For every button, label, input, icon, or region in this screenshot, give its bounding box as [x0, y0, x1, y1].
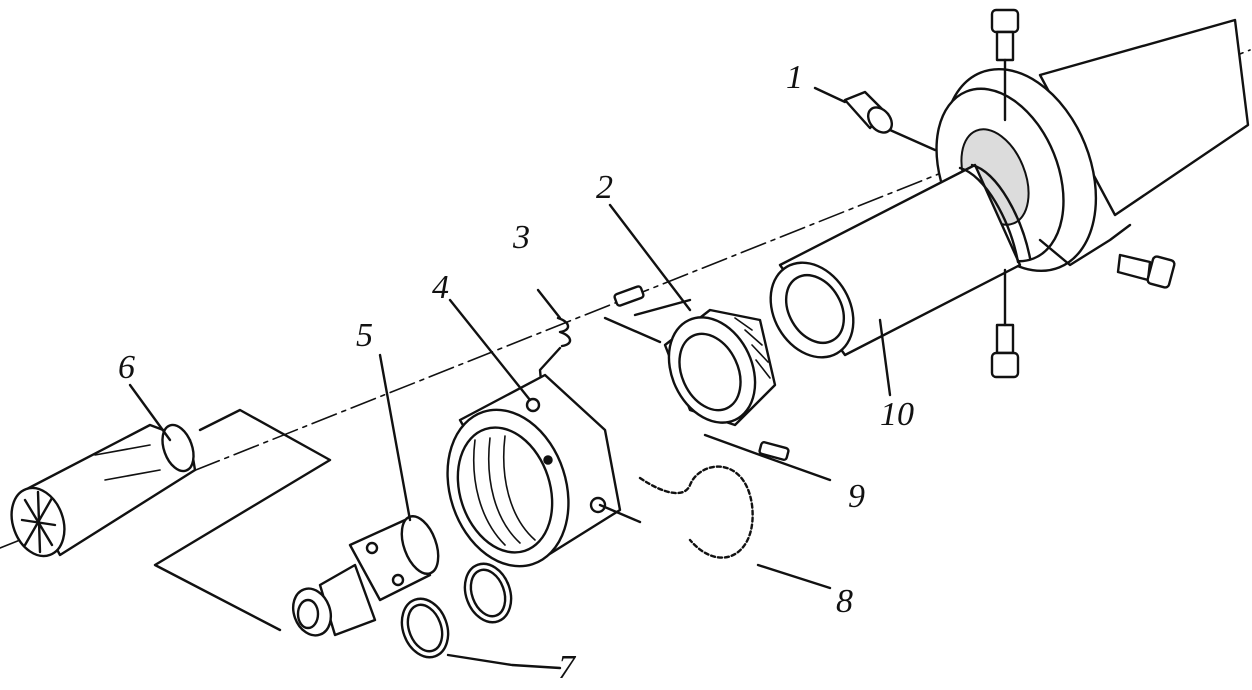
callout-5: 5 — [356, 317, 373, 354]
part-6-collet — [10, 423, 197, 558]
part-2-lock-ring — [633, 298, 777, 427]
callout-3: 3 — [512, 219, 530, 256]
part-10-holder-body — [769, 8, 1250, 379]
assembly-guide-lines — [153, 408, 332, 632]
callout-2: 2 — [596, 169, 613, 206]
callout-1: 1 — [786, 59, 803, 96]
part-4-clamping-nut — [446, 373, 642, 568]
flange-screw-right — [1116, 253, 1176, 289]
callout-8: 8 — [836, 583, 853, 620]
part-8-ball-chain — [638, 465, 832, 590]
callout-9: 9 — [848, 478, 865, 515]
nut-hole-icon — [525, 397, 607, 514]
callout-7: 7 — [558, 649, 577, 686]
callout-4: 4 — [432, 269, 449, 306]
upper-pin — [603, 285, 662, 344]
callout-10: 10 — [880, 396, 914, 433]
part-9-pin — [703, 433, 832, 482]
flange-screw-top — [990, 8, 1020, 122]
leader-lines — [128, 203, 892, 522]
flange-screw-bottom — [990, 268, 1020, 379]
part-7-o-rings — [400, 562, 562, 670]
callout-6: 6 — [118, 349, 135, 386]
part-5-adapter — [291, 515, 440, 637]
adapter-hole-icon — [365, 541, 405, 587]
part-1-set-screw — [813, 86, 937, 152]
